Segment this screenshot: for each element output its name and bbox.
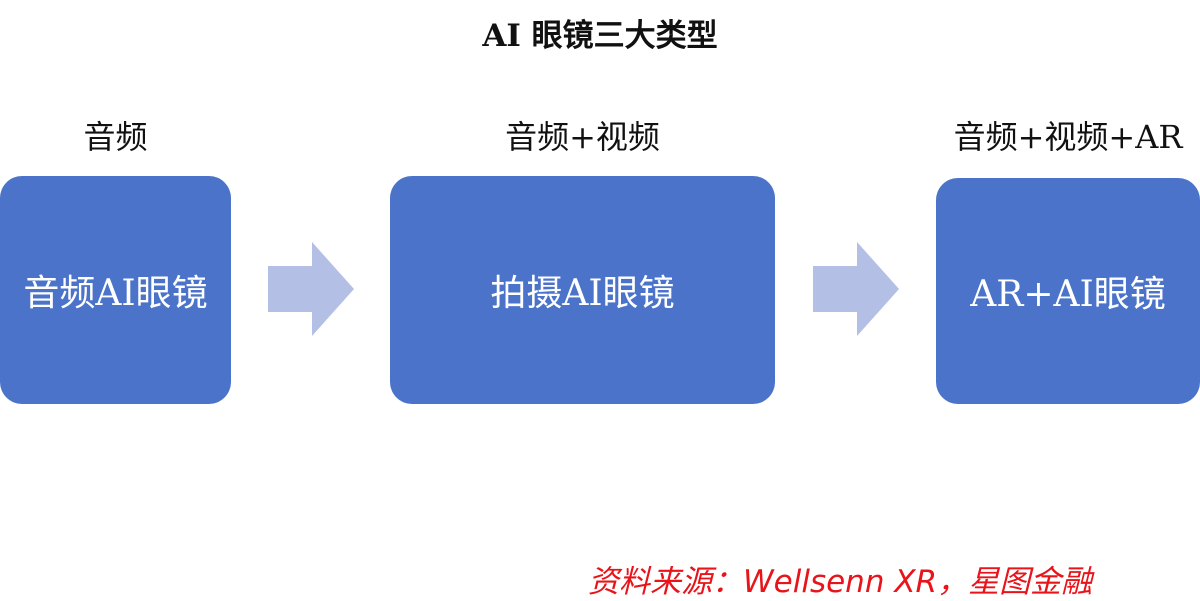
- arrow-right-icon: [813, 242, 899, 336]
- box-audio-glasses: 音频AI眼镜: [0, 176, 231, 404]
- stage-label-ar: 音频+视频+AR: [953, 118, 1183, 156]
- arrow-right-icon: [268, 242, 354, 336]
- box-camera-text: 拍摄AI眼镜: [490, 273, 675, 314]
- box-camera-glasses: 拍摄AI眼镜: [390, 176, 775, 404]
- stage-label-video: 音频+视频: [505, 118, 660, 156]
- diagram-title: AI 眼镜三大类型: [482, 18, 718, 54]
- box-ar-text: AR+AI眼镜: [970, 274, 1166, 315]
- source-note: 资料来源：Wellsenn XR，星图金融: [588, 564, 1093, 600]
- stage-label-audio: 音频: [83, 118, 148, 156]
- box-audio-text: 音频AI眼镜: [23, 273, 208, 314]
- box-ar-glasses: AR+AI眼镜: [936, 178, 1200, 404]
